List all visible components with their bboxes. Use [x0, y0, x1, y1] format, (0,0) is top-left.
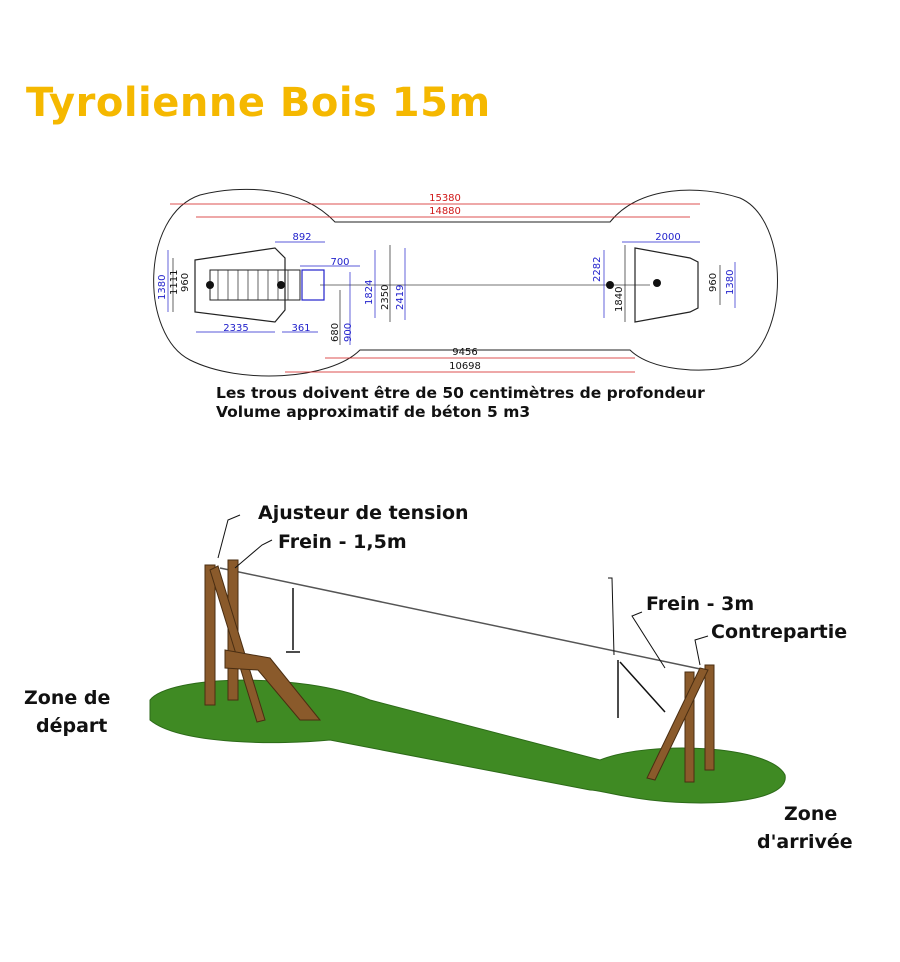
trolley-2	[617, 660, 666, 718]
label-brake-1: Frein - 1,5m	[278, 531, 407, 553]
label-counterpart: Contrepartie	[711, 621, 847, 643]
dim-680: 680	[330, 323, 341, 342]
plan-view: 15380 14880 892 700 1824 2350 2419 1380 …	[153, 188, 778, 377]
dim-10698: 10698	[449, 361, 481, 372]
dim-700: 700	[330, 257, 349, 268]
label-end-zone-1: Zone	[784, 803, 837, 825]
dim-892: 892	[292, 232, 311, 243]
trolley-1	[286, 588, 300, 653]
note-hole-depth: Les trous doivent être de 50 centimètres…	[216, 384, 705, 402]
dim-2350: 2350	[380, 285, 391, 310]
dim-right-1380: 1380	[725, 270, 736, 295]
zip-cable	[219, 567, 706, 671]
dim-361: 361	[291, 323, 310, 334]
label-tension-adjuster: Ajusteur de tension	[258, 502, 469, 524]
plan-outline	[153, 188, 778, 377]
dim-left-1111: 1111	[169, 270, 180, 295]
start-tower	[204, 559, 322, 723]
dim-2282: 2282	[592, 257, 603, 282]
dim-2419: 2419	[395, 285, 406, 310]
dim-2000: 2000	[655, 232, 680, 243]
dim-left-1380: 1380	[157, 275, 168, 300]
label-start-zone-1: Zone de	[24, 687, 110, 709]
dim-900: 900	[343, 323, 354, 342]
dim-9456: 9456	[452, 347, 477, 358]
label-brake-2: Frein - 3m	[646, 593, 754, 615]
dim-14880: 14880	[429, 206, 461, 217]
dim-left-960: 960	[180, 273, 191, 292]
note-concrete-volume: Volume approximatif de béton 5 m3	[216, 403, 531, 421]
perspective-view: Ajusteur de tension Frein - 1,5m Frein -…	[24, 502, 853, 853]
end-tower	[646, 664, 715, 783]
dim-15380: 15380	[429, 193, 461, 204]
dim-1824: 1824	[364, 280, 375, 305]
label-start-zone-2: départ	[36, 715, 107, 737]
page-title: Tyrolienne Bois 15m	[26, 80, 491, 126]
dim-1840: 1840	[614, 287, 625, 312]
dim-2335: 2335	[223, 323, 248, 334]
label-end-zone-2: d'arrivée	[757, 831, 853, 853]
dim-right-960: 960	[708, 273, 719, 292]
